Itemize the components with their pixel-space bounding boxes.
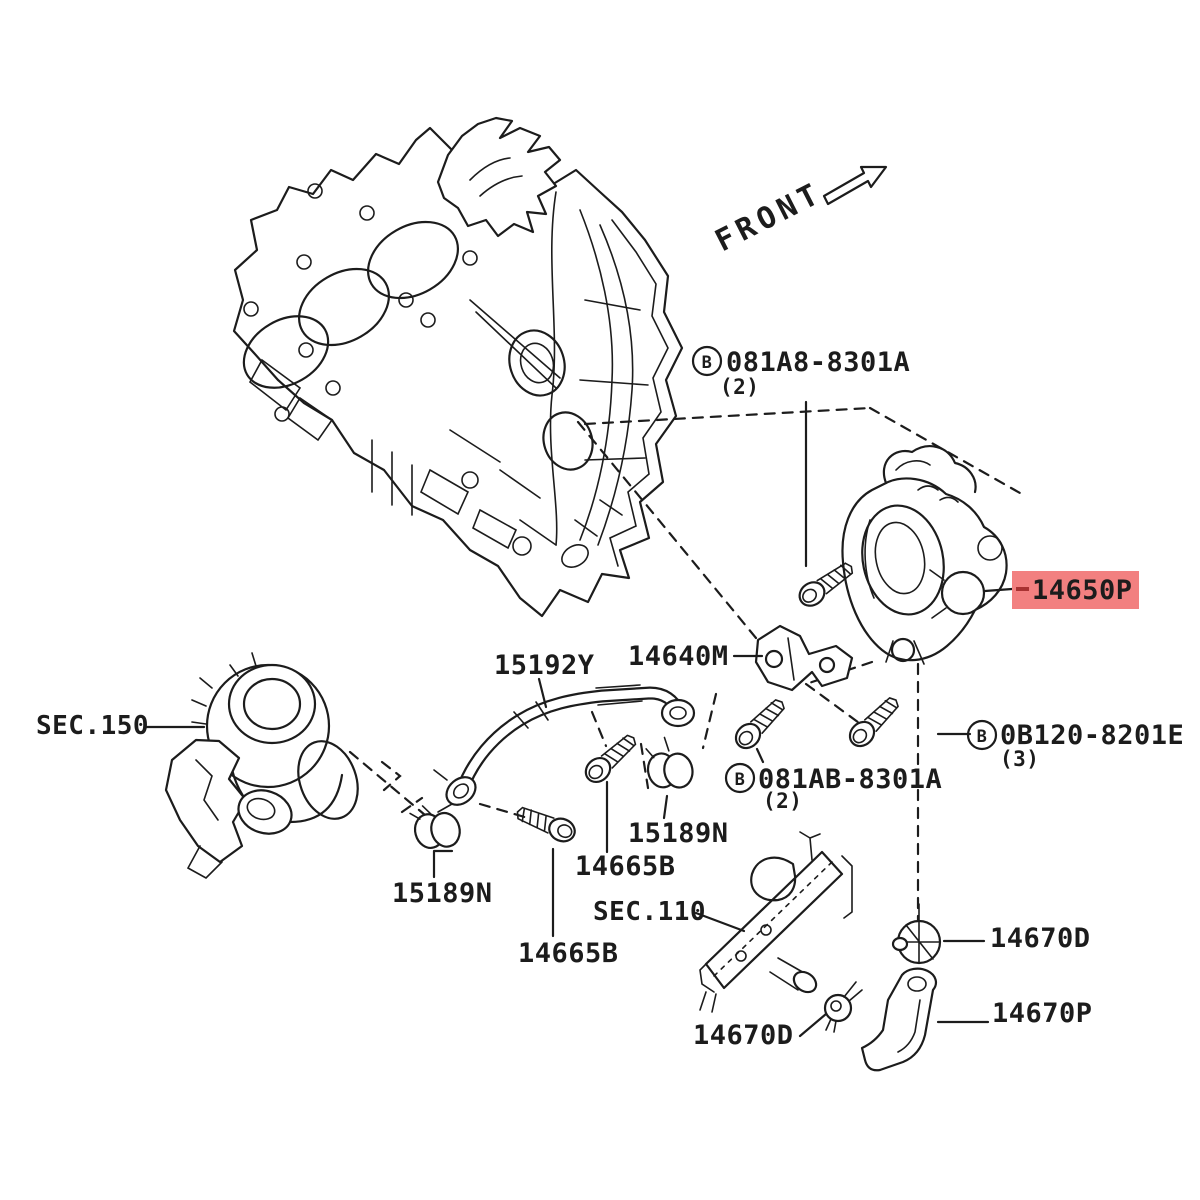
part-label-15189n-left: 15189N (392, 878, 493, 909)
engine-block-drawing (232, 126, 684, 618)
part-label-14640m: 14640M (628, 641, 729, 672)
callout-number: 0B120-8201E (1000, 720, 1184, 751)
callout-number: 081A8-8301A (726, 347, 910, 378)
part-label-15189n-right: 15189N (628, 818, 729, 849)
bolt-14665b-upper-drawing (584, 734, 637, 784)
highlight-box (1012, 571, 1139, 609)
bolt-14665b-lower-drawing (516, 806, 576, 843)
engine-top-bracket-drawing (436, 116, 562, 238)
oil-pipe-drawing (433, 684, 696, 813)
front-direction-arrow (822, 165, 888, 206)
clamp-15189n-left-drawing (409, 805, 461, 849)
leader-lines (144, 400, 1014, 1038)
bolt-081ab-left-drawing (734, 699, 785, 750)
bolt-081ab-right-drawing (848, 697, 899, 748)
part-label-14665b-upper: 14665B (575, 851, 676, 882)
circled-b-icon (691, 345, 723, 377)
part-label-14650p: 14650P (1032, 575, 1133, 606)
clamp-15189n-right-drawing (645, 736, 694, 789)
callout-prefix: B (735, 770, 746, 790)
callout-prefix: B (977, 727, 988, 747)
sec110-bracket-drawing (699, 831, 853, 1013)
callout-qty: (3) (1000, 747, 1039, 771)
part-label-14670p: 14670P (992, 998, 1093, 1029)
part-label-14670d-right: 14670D (990, 923, 1091, 954)
bolt-081a8-drawing (798, 562, 854, 607)
part-label-15192y: 15192Y (494, 650, 595, 681)
hose-14670p-drawing (860, 967, 938, 1072)
callout-qty: (2) (763, 789, 802, 813)
circled-b-icon (724, 762, 756, 794)
bracket-14640m-drawing (754, 624, 854, 692)
callout-prefix: B (702, 353, 713, 373)
callout-081a8: B 081A8-8301A (2) (691, 345, 910, 399)
callout-qty: (2) (720, 375, 759, 399)
front-label: FRONT (710, 176, 829, 260)
section-label-sec110: SEC.110 (593, 897, 706, 927)
vacuum-pump-drawing (841, 445, 1008, 665)
part-label-14670d-left: 14670D (693, 1020, 794, 1051)
section-label-sec150: SEC.150 (36, 711, 149, 741)
callout-number: 081AB-8301A (758, 764, 942, 795)
clamp-14670d-right-drawing (891, 903, 942, 965)
highlight-label-14650p: 14650P (1012, 571, 1139, 609)
part-label-14665b-lower: 14665B (518, 938, 619, 969)
clamp-14670d-left-drawing (823, 981, 863, 1033)
callout-0b120: B 0B120-8201E (3) (966, 719, 1184, 771)
oil-filter-drawing (164, 652, 359, 879)
callout-081ab: B 081AB-8301A (2) (724, 762, 942, 813)
circled-b-icon (966, 719, 998, 751)
